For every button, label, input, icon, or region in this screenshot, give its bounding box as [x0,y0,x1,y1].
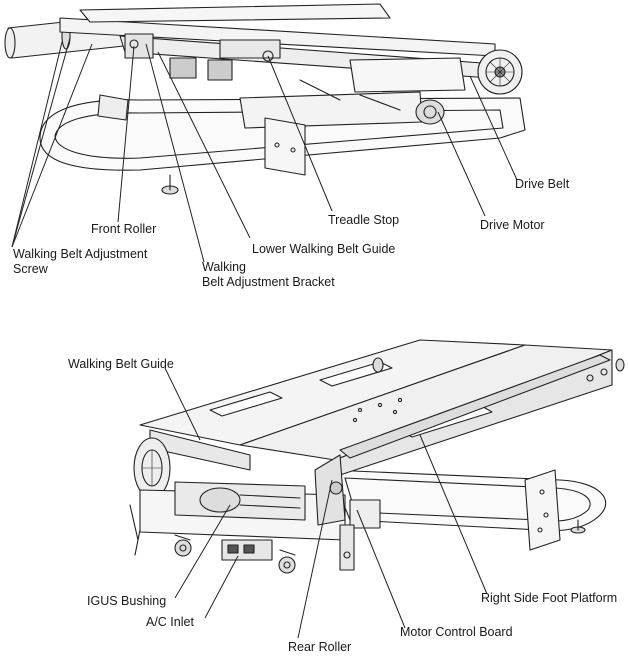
label-right-side-foot-platform: Right Side Foot Platform [481,591,618,605]
label-walking-belt-adjustment-screw: Walking Belt Adjustment Screw [13,247,148,276]
label-rear-roller: Rear Roller [288,640,352,654]
label-motor-control-board: Motor Control Board [400,625,513,639]
label-drive-motor: Drive Motor [480,218,545,232]
label-front-roller: Front Roller [91,222,157,236]
label-walking-belt-guide: Walking Belt Guide [68,357,174,371]
label-lower-walking-belt-guide: Lower Walking Belt Guide [252,242,396,256]
label-walking-belt-adjustment-bracket: Walking Belt Adjustment Bracket [202,260,335,289]
bottom-treadmill-illustration [129,339,625,574]
top-treadmill-illustration [4,3,526,195]
label-igus-bushing: IGUS Bushing [87,594,167,608]
label-drive-belt: Drive Belt [515,177,570,191]
leader-lines [11,37,518,639]
label-ac-inlet: A/C Inlet [146,615,194,629]
label-treadle-stop: Treadle Stop [328,213,400,227]
